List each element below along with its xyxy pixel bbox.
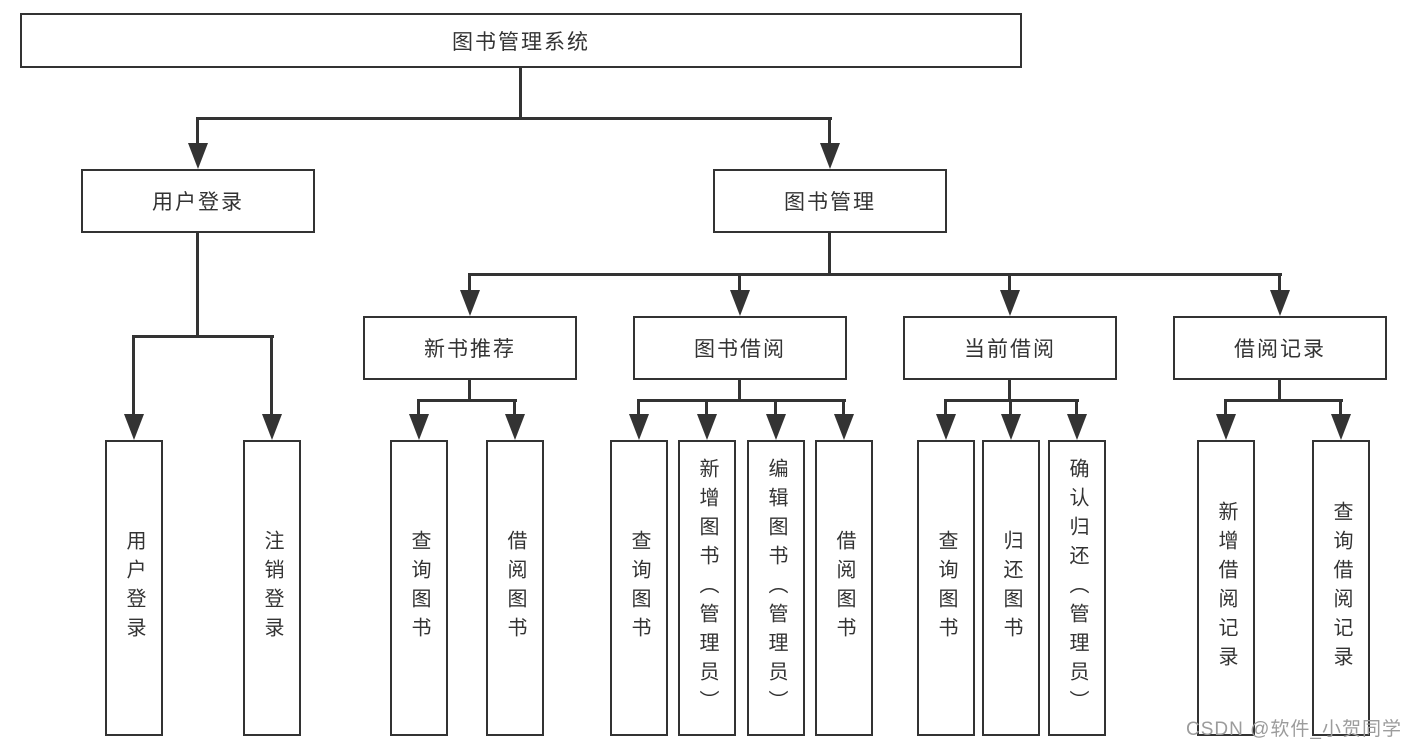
leaf-borrow-books-recommend: 借阅图书: [486, 440, 544, 736]
leaf-query-books-recommend: 查询图书: [390, 440, 448, 736]
connector-stem: [513, 399, 516, 428]
connector-stem: [1008, 273, 1011, 304]
connector-stem: [705, 399, 708, 428]
csdn-watermark: CSDN @软件_小贺同学: [1186, 719, 1402, 740]
node-label: 借阅记录: [1234, 338, 1326, 361]
node-current-borrowing: 当前借阅: [903, 316, 1117, 380]
connector-stem: [1224, 399, 1227, 428]
leaf-add-borrow-record: 新增借阅记录: [1197, 440, 1255, 736]
node-label: 查询图书: [628, 530, 650, 646]
node-label: 图书管理: [784, 191, 876, 214]
node-borrowing-records: 借阅记录: [1173, 316, 1387, 380]
arrow-down-icon: [697, 414, 717, 440]
node-label: 查询图书: [408, 530, 430, 646]
node-label: 当前借阅: [964, 338, 1056, 361]
node-user-login: 用户登录: [81, 169, 315, 233]
node-label: 新增借阅记录: [1215, 501, 1237, 675]
node-label: 图书借阅: [694, 338, 786, 361]
arrow-down-icon: [460, 290, 480, 316]
node-label: 编辑图书（管理员）: [765, 457, 787, 719]
connector-stem: [196, 233, 199, 338]
node-label: 归还图书: [1000, 530, 1022, 646]
leaf-borrow-books: 借阅图书: [815, 440, 873, 736]
leaf-edit-books-admin: 编辑图书（管理员）: [747, 440, 805, 736]
connector-branch-line: [417, 399, 517, 402]
arrow-down-icon: [409, 414, 429, 440]
node-label: 新书推荐: [424, 338, 516, 361]
connector-stem: [1278, 273, 1281, 304]
node-book-borrowing: 图书借阅: [633, 316, 847, 380]
connector-branch-line: [196, 117, 832, 120]
arrow-down-icon: [505, 414, 525, 440]
node-label: 新增图书（管理员）: [696, 457, 718, 719]
node-book-management: 图书管理: [713, 169, 947, 233]
node-label: 借阅图书: [504, 530, 526, 646]
connector-stem: [637, 399, 640, 428]
connector-stem: [828, 233, 831, 276]
connector-branch-line: [1224, 399, 1343, 402]
arrow-down-icon: [1001, 414, 1021, 440]
connector-stem: [1008, 380, 1011, 402]
arrow-down-icon: [766, 414, 786, 440]
node-label: 借阅图书: [833, 530, 855, 646]
node-label: 查询借阅记录: [1330, 501, 1352, 675]
connector-branch-line: [637, 399, 846, 402]
connector-stem: [1278, 380, 1281, 402]
leaf-user-login: 用户登录: [105, 440, 163, 736]
node-label: 图书管理系统: [452, 30, 590, 54]
connector-branch-line: [132, 335, 274, 338]
connector-stem: [468, 273, 471, 304]
connector-stem: [828, 117, 831, 157]
connector-stem: [738, 380, 741, 402]
leaf-logout: 注销登录: [243, 440, 301, 736]
arrow-down-icon: [1000, 290, 1020, 316]
connector-stem: [1075, 399, 1078, 428]
connector-branch-line: [468, 273, 1282, 276]
arrow-down-icon: [124, 414, 144, 440]
node-label: 用户登录: [152, 191, 244, 214]
connector-stem: [519, 68, 522, 120]
connector-stem: [468, 380, 471, 402]
arrow-down-icon: [1067, 414, 1087, 440]
connector-stem: [196, 117, 199, 157]
connector-stem: [842, 399, 845, 428]
connector-stem: [738, 273, 741, 304]
arrow-down-icon: [629, 414, 649, 440]
arrow-down-icon: [188, 143, 208, 169]
leaf-return-books: 归还图书: [982, 440, 1040, 736]
connector-stem: [1009, 399, 1012, 428]
node-library-management-system: 图书管理系统: [20, 13, 1022, 68]
connector-stem: [944, 399, 947, 428]
arrow-down-icon: [936, 414, 956, 440]
connector-stem: [417, 399, 420, 428]
connector-stem: [1339, 399, 1342, 428]
arrow-down-icon: [262, 414, 282, 440]
arrow-down-icon: [820, 143, 840, 169]
connector-stem: [132, 335, 135, 428]
node-new-book-recommend: 新书推荐: [363, 316, 577, 380]
leaf-confirm-return-admin: 确认归还（管理员）: [1048, 440, 1106, 736]
arrow-down-icon: [1216, 414, 1236, 440]
arrow-down-icon: [1270, 290, 1290, 316]
arrow-down-icon: [834, 414, 854, 440]
leaf-query-books-borrowing: 查询图书: [610, 440, 668, 736]
node-label: 查询图书: [935, 530, 957, 646]
leaf-query-borrow-record: 查询借阅记录: [1312, 440, 1370, 736]
node-label: 用户登录: [123, 530, 145, 646]
node-label: 确认归还（管理员）: [1066, 457, 1088, 719]
arrow-down-icon: [730, 290, 750, 316]
arrow-down-icon: [1331, 414, 1351, 440]
connector-stem: [774, 399, 777, 428]
node-label: 注销登录: [261, 530, 283, 646]
leaf-add-books-admin: 新增图书（管理员）: [678, 440, 736, 736]
connector-stem: [270, 335, 273, 428]
leaf-query-books-current: 查询图书: [917, 440, 975, 736]
